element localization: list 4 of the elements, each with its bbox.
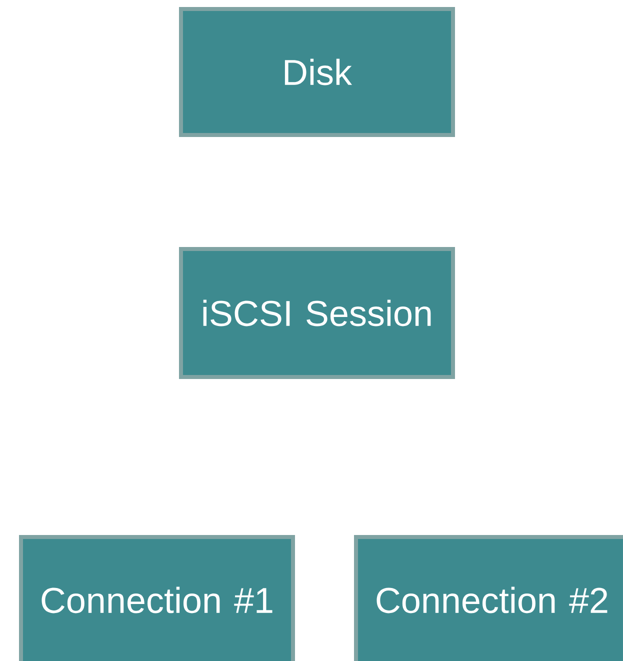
- process-box: Disk: [179, 7, 455, 137]
- process-box: Connection #1: [19, 535, 295, 661]
- process-box: Connection #2: [354, 535, 623, 661]
- process-box: iSCSI Session: [179, 247, 455, 379]
